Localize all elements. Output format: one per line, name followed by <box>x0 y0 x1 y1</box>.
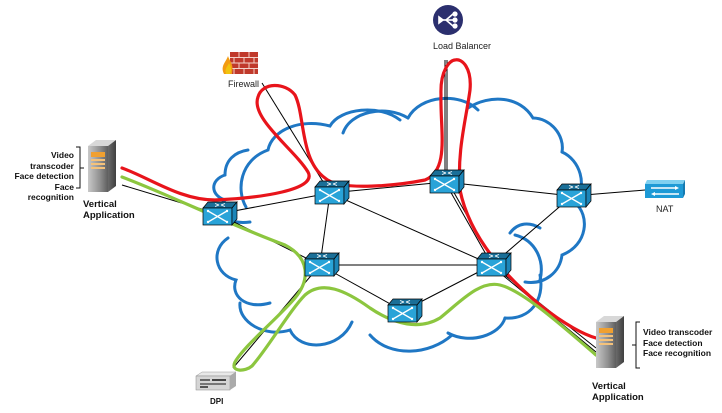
function-item: Video transcoder <box>643 327 713 337</box>
server-icon-left <box>88 140 116 192</box>
functions-list-left: Video transcoder Face detection Face rec… <box>8 150 74 203</box>
vertical-application-label-right: Vertical Application <box>592 381 644 403</box>
function-item: Video transcoder <box>30 150 74 171</box>
green-service-path <box>120 175 598 372</box>
firewall-icon <box>222 52 258 74</box>
function-item: Face recognition <box>643 348 712 358</box>
dpi-icon <box>195 371 237 391</box>
network-switch-icon <box>304 252 340 277</box>
load-balancer-icon <box>433 5 463 35</box>
network-links <box>121 60 646 369</box>
functions-list-right: Video transcoder Face detection Face rec… <box>643 327 722 359</box>
network-switch-icon <box>387 298 423 323</box>
vertical-application-label-left: Vertical Application <box>83 199 135 221</box>
firewall-label: Firewall <box>228 79 260 89</box>
function-item: Face recognition <box>27 181 74 203</box>
nat-label: NAT <box>656 204 674 214</box>
function-bracket-right <box>632 321 640 369</box>
network-switch-icon <box>556 183 592 208</box>
server-icon-right <box>596 316 624 368</box>
nat-icon <box>645 180 685 198</box>
dpi-label: DPI <box>210 397 224 406</box>
load-balancer-label: Load Balancer <box>433 41 492 51</box>
red-service-path <box>120 58 598 340</box>
function-item: Face detection <box>643 337 703 348</box>
function-item: Face detection <box>14 171 74 181</box>
switches-layer <box>202 169 592 323</box>
function-bracket-left <box>76 146 84 189</box>
network-switch-icon <box>314 180 350 205</box>
network-switch-icon <box>429 169 465 194</box>
network-switch-icon <box>476 252 512 277</box>
network-switch-icon <box>202 201 238 226</box>
